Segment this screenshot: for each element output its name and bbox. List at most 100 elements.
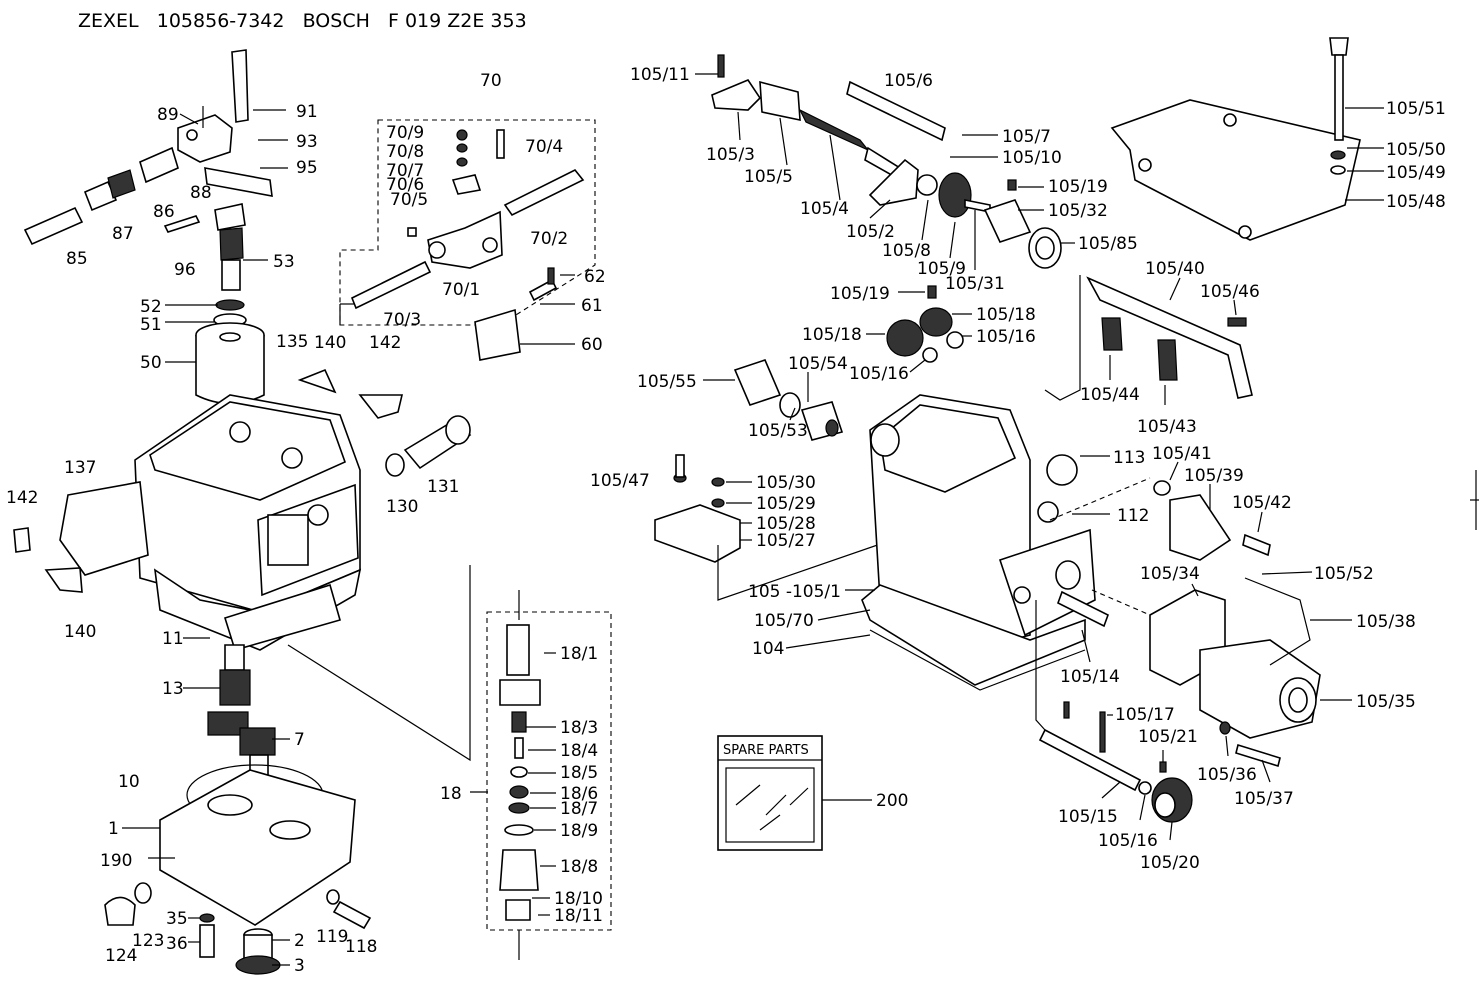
label-18-5: 18/5 [560, 763, 598, 783]
label-105-16-left: 105/16 [849, 364, 909, 384]
label-86: 86 [153, 202, 175, 222]
label-105-34: 105/34 [1140, 564, 1200, 584]
label-123: 123 [132, 931, 164, 951]
label-18-3: 18/3 [560, 718, 598, 738]
label-52: 52 [140, 297, 162, 317]
label-105-55: 105/55 [637, 372, 697, 392]
label-70-8: 70/8 [386, 142, 424, 162]
label-105-52: 105/52 [1314, 564, 1374, 584]
actuator-housing-assembly [654, 37, 1479, 851]
label-105-16-right: 105/16 [976, 327, 1036, 347]
label-105-15: 105/15 [1058, 807, 1118, 827]
label-105-18-left: 105/18 [802, 325, 862, 345]
label-70-7: 70/7 [386, 161, 424, 181]
label-18-6: 18/6 [560, 784, 598, 804]
label-105-8: 105/8 [882, 241, 931, 261]
label-140-left: 140 [64, 622, 96, 642]
label-105-44: 105/44 [1080, 385, 1140, 405]
label-70: 70 [480, 71, 502, 91]
callout-labels: 70 70/9 70/8 70/7 70/6 70/5 70/4 70/2 70… [6, 65, 1446, 976]
label-70-3: 70/3 [383, 310, 421, 330]
label-11: 11 [162, 629, 184, 649]
label-13: 13 [162, 679, 184, 699]
label-105-41: 105/41 [1152, 444, 1212, 464]
label-105-5: 105/5 [744, 167, 793, 187]
label-105-48: 105/48 [1386, 192, 1446, 212]
label-36: 36 [166, 934, 188, 954]
label-93: 93 [296, 132, 318, 152]
label-105-38: 105/38 [1356, 612, 1416, 632]
label-105-16-bottom: 105/16 [1098, 831, 1158, 851]
label-105-43: 105/43 [1137, 417, 1197, 437]
label-105-29: 105/29 [756, 494, 816, 514]
label-105-19-mid: 105/19 [830, 284, 890, 304]
label-105-53: 105/53 [748, 421, 808, 441]
label-105-46: 105/46 [1200, 282, 1260, 302]
label-105-37: 105/37 [1234, 789, 1294, 809]
label-105-20: 105/20 [1140, 853, 1200, 873]
label-105-51: 105/51 [1386, 99, 1446, 119]
label-3: 3 [294, 956, 305, 976]
label-105-70: 105/70 [754, 611, 814, 631]
label-50: 50 [140, 353, 162, 373]
label-70-6: 70/6 [386, 175, 424, 195]
label-119: 119 [316, 927, 348, 947]
label-96: 96 [174, 260, 196, 280]
label-105-17: 105/17 [1115, 705, 1175, 725]
label-18-11: 18/11 [554, 906, 603, 926]
label-105-11: 105/11 [630, 65, 690, 85]
label-142-left: 142 [6, 488, 38, 508]
label-140-top: 140 [314, 333, 346, 353]
label-53: 53 [273, 252, 295, 272]
label-105-30: 105/30 [756, 473, 816, 493]
label-10: 10 [118, 772, 140, 792]
label-137: 137 [64, 458, 96, 478]
label-18-1: 18/1 [560, 644, 598, 664]
label-18: 18 [440, 784, 462, 804]
label-105-54: 105/54 [788, 354, 848, 374]
label-130: 130 [386, 497, 418, 517]
label-87: 87 [112, 224, 134, 244]
label-105-50: 105/50 [1386, 140, 1446, 160]
label-105-40: 105/40 [1145, 259, 1205, 279]
label-131: 131 [427, 477, 459, 497]
label-105-18-right: 105/18 [976, 305, 1036, 325]
label-105-42: 105/42 [1232, 493, 1292, 513]
label-2: 2 [294, 931, 305, 951]
label-18-8: 18/8 [560, 857, 598, 877]
label-105-7: 105/7 [1002, 127, 1051, 147]
label-60: 60 [581, 335, 603, 355]
label-190: 190 [100, 851, 132, 871]
label-105-39: 105/39 [1184, 466, 1244, 486]
label-105-19-top: 105/19 [1048, 177, 1108, 197]
label-89: 89 [157, 105, 179, 125]
label-105-85: 105/85 [1078, 234, 1138, 254]
label-61: 61 [581, 296, 603, 316]
label-18-7: 18/7 [560, 799, 598, 819]
label-105-49: 105/49 [1386, 163, 1446, 183]
label-70-4: 70/4 [525, 137, 563, 157]
label-70-5: 70/5 [390, 190, 428, 210]
label-105-14: 105/14 [1060, 667, 1120, 687]
label-113: 113 [1113, 448, 1145, 468]
label-105-36: 105/36 [1197, 765, 1257, 785]
label-200: 200 [876, 791, 908, 811]
label-105-27: 105/27 [756, 531, 816, 551]
label-51: 51 [140, 315, 162, 335]
label-88: 88 [190, 183, 212, 203]
label-105-32: 105/32 [1048, 201, 1108, 221]
label-105-2: 105/2 [846, 222, 895, 242]
label-85: 85 [66, 249, 88, 269]
label-105-28: 105/28 [756, 514, 816, 534]
label-70-9: 70/9 [386, 123, 424, 143]
label-112: 112 [1117, 506, 1149, 526]
label-142-top: 142 [369, 333, 401, 353]
label-105-3: 105/3 [706, 145, 755, 165]
spare-parts-label: SPARE PARTS [723, 743, 809, 758]
label-18-9: 18/9 [560, 821, 598, 841]
label-18-10: 18/10 [554, 889, 603, 909]
label-105-6: 105/6 [884, 71, 933, 91]
label-91: 91 [296, 102, 318, 122]
label-105-4: 105/4 [800, 199, 849, 219]
